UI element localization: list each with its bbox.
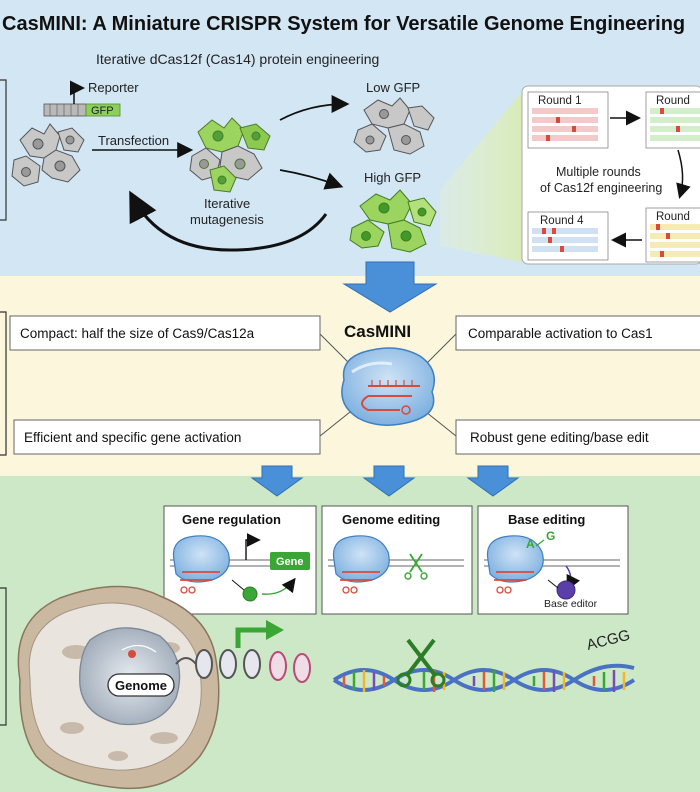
down-arrow-right (466, 465, 520, 497)
gene-regulation-panel: Gene regulation Gene (163, 505, 317, 615)
genome-editing-title: Genome editing (342, 512, 440, 527)
round-4-label: Round 4 (540, 215, 584, 227)
box-robust (455, 419, 700, 455)
down-arrow-center (362, 465, 416, 497)
reporter-arrow (70, 80, 85, 104)
genome-editing-panel: Genome editing (321, 505, 473, 615)
scissors-large-icon (396, 638, 446, 688)
bottom-bracket (0, 587, 7, 726)
chromatin-coils (175, 649, 311, 683)
down-arrow-left (250, 465, 304, 497)
zoom-wedge (440, 92, 522, 262)
gene-regulation-title: Gene regulation (182, 512, 281, 527)
genome-label: Genome (115, 678, 167, 693)
round-1-card: Round 1 (527, 91, 609, 149)
middle-bracket (0, 311, 7, 456)
round-2-label: Round (656, 95, 690, 107)
gfp-tag-label: GFP (91, 105, 114, 117)
base-g-letter: G (546, 529, 555, 543)
base-a-letter: A (526, 537, 535, 551)
box-comparable (455, 315, 700, 351)
round-4-card: Round 4 (527, 211, 609, 261)
cell-illustration: Genome (17, 585, 220, 790)
iterative-loop-arrow (129, 190, 328, 252)
gene-pill-label: Gene (276, 556, 304, 568)
high-gfp-cells (349, 189, 437, 253)
multiple-rounds-1: Multiple rounds (556, 165, 641, 179)
box-robust-text: Robust gene editing/base edit (470, 430, 649, 445)
top-subtitle: Iterative dCas12f (Cas14) protein engine… (96, 51, 379, 67)
iterative-label-1: Iterative (204, 196, 250, 211)
casmini-label: CasMINI (344, 322, 411, 341)
base-editing-panel: Base editing A G Base editor (477, 505, 629, 615)
scissors-icon (404, 553, 428, 580)
round-3-card: Round (645, 207, 700, 263)
low-gfp-cells (353, 97, 435, 155)
box-comparable-text: Comparable activation to Cas1 (468, 326, 653, 341)
mixed-cell-cluster (189, 117, 271, 193)
iterative-label-2: mutagenesis (190, 212, 264, 227)
multiple-rounds-2: of Cas12f engineering (540, 181, 662, 195)
activation-arrow (235, 627, 268, 648)
down-arrow-big (342, 261, 438, 313)
arrow-to-high-gfp (279, 169, 344, 190)
gray-cell-cluster (11, 123, 85, 187)
genome-pill (107, 673, 175, 697)
top-bracket (0, 79, 7, 221)
box-compact (9, 315, 321, 351)
casmini-protein-icon (341, 347, 435, 426)
round-1-label: Round 1 (538, 95, 581, 107)
box-efficient (13, 419, 321, 455)
low-gfp-label: Low GFP (366, 80, 420, 95)
high-gfp-label: High GFP (364, 170, 421, 185)
base-editor-label: Base editor (544, 598, 598, 610)
box-efficient-text: Efficient and specific gene activation (24, 430, 241, 445)
gfp-gene-box (85, 103, 121, 117)
round-2-card: Round (645, 91, 700, 149)
arrow-to-low-gfp (279, 95, 350, 121)
reporter-label: Reporter (88, 80, 139, 95)
box-compact-text: Compact: half the size of Cas9/Cas12a (20, 326, 255, 341)
base-editing-title: Base editing (508, 512, 585, 527)
dna-helix (332, 663, 636, 692)
transfection-label: Transfection (98, 133, 169, 148)
round-3-label: Round (656, 211, 690, 223)
figure-title: CasMINI: A Miniature CRISPR System for V… (2, 13, 685, 35)
